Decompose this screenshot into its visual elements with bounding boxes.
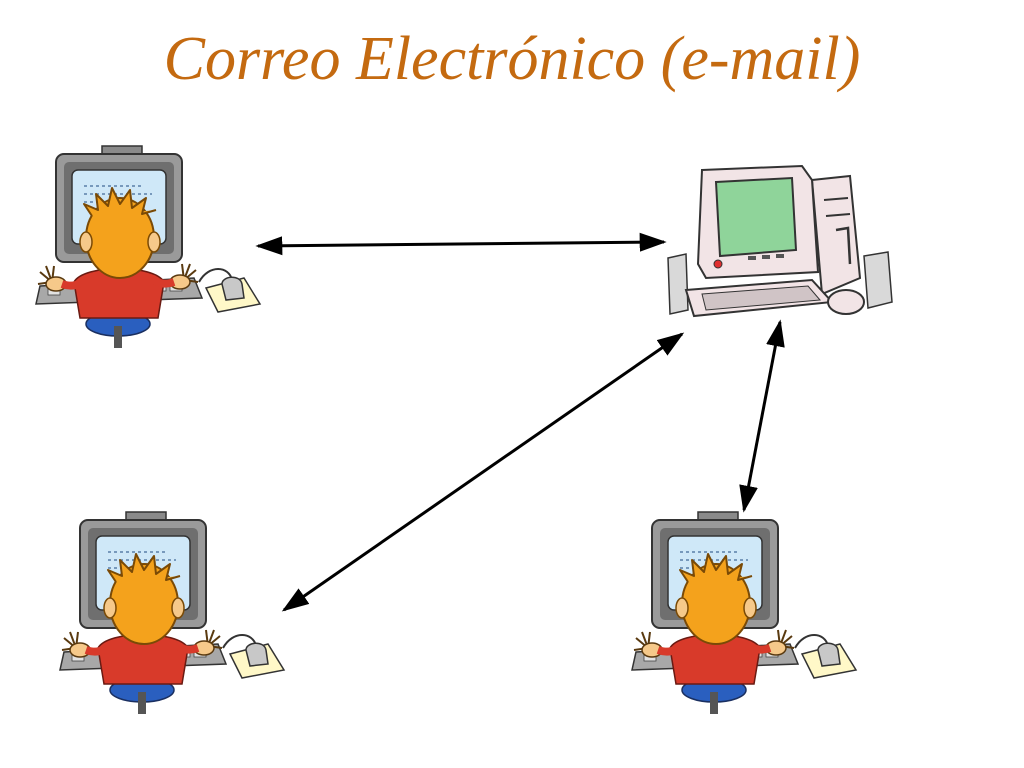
server-computer [667, 164, 893, 318]
user-computer-bottom-right [632, 512, 856, 714]
user-computer-top-left [36, 146, 260, 348]
desktop-computer-icon [667, 164, 893, 318]
edge-top-left-to-server [255, 232, 667, 256]
user-computer-bottom-left [60, 512, 284, 714]
user-at-computer-icon [36, 146, 260, 348]
edge-bottom-right-to-server [739, 319, 785, 513]
user-at-computer-icon [60, 512, 284, 714]
edge-bottom-left-to-server [281, 332, 685, 612]
user-at-computer-icon [632, 512, 856, 714]
slide-title: Correo Electrónico (e-mail) [163, 25, 861, 93]
